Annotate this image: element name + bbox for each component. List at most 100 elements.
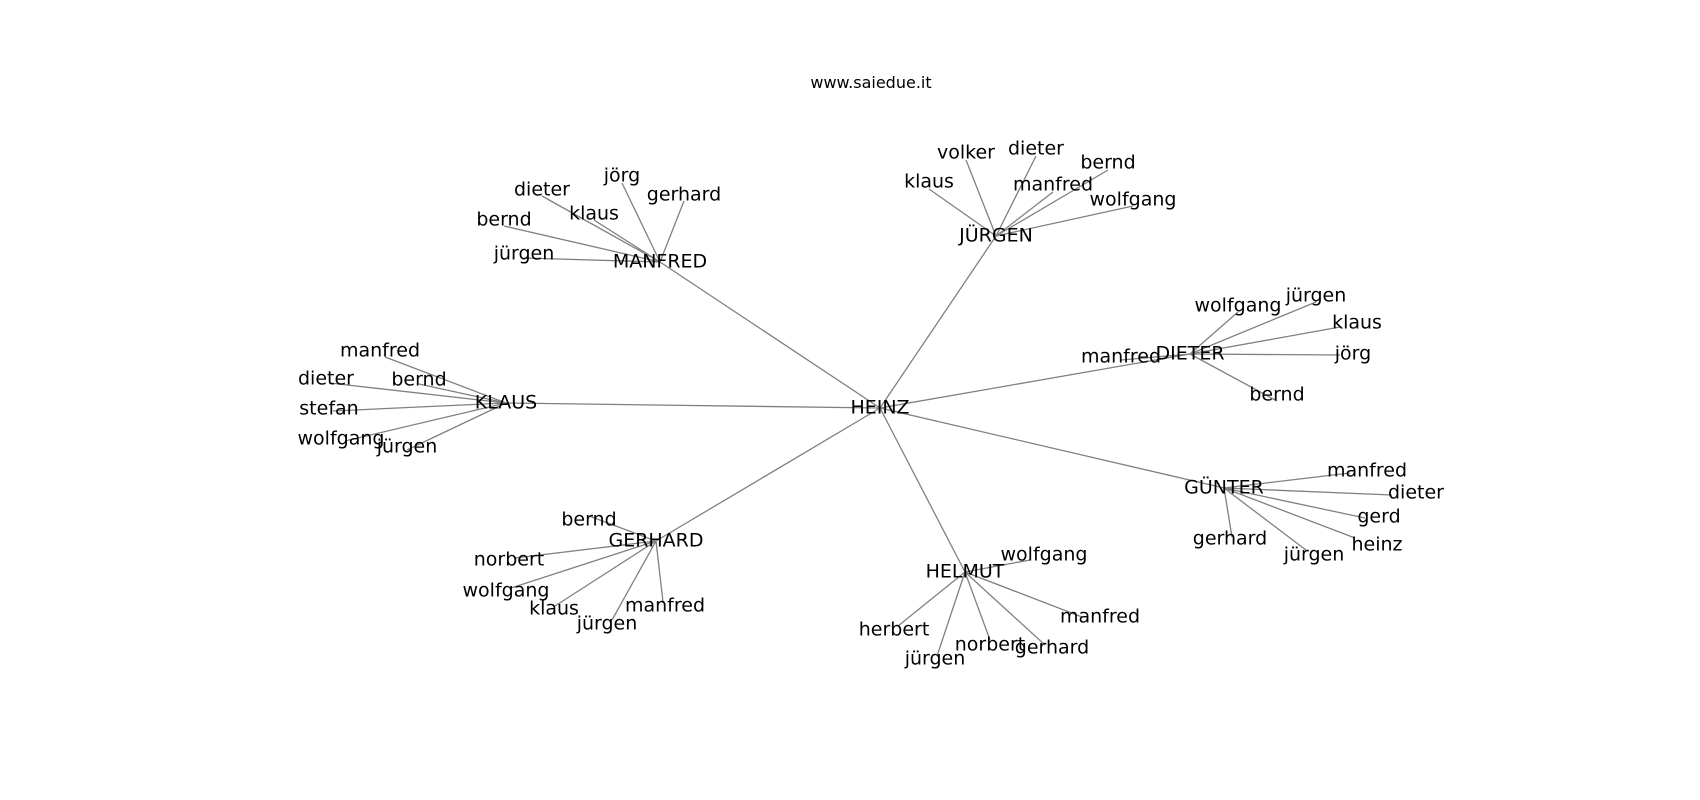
edge-klaus-bernd	[418, 383, 507, 404]
edge-dieter-jürgen	[1189, 301, 1317, 355]
edge-dieter-jörg	[1189, 353, 1341, 356]
leaf-node-label: dieter	[298, 368, 354, 390]
leaf-node-label: norbert	[474, 549, 545, 571]
edge-günter-heinz	[1223, 487, 1356, 539]
edges	[329, 155, 1393, 657]
leaf-node-label: heinz	[1351, 534, 1402, 556]
edge-manfred-jörg	[621, 182, 661, 263]
edge-gerhard-klaus	[554, 540, 657, 607]
leaf-node-label: dieter	[1388, 482, 1444, 504]
edge-dieter-wolfgang	[1189, 311, 1239, 355]
edge-gerhard-manfred	[655, 540, 664, 603]
edge-gerhard-jürgen	[611, 540, 657, 621]
edge-klaus-jürgen	[406, 402, 507, 451]
edge-dieter-manfred	[1120, 353, 1191, 361]
edge-root-helmut	[879, 407, 966, 573]
leaf-node-label: jürgen	[376, 436, 438, 458]
hub-node-label: MANFRED	[613, 251, 707, 273]
edge-jürgen-klaus	[928, 188, 997, 237]
hub-node-label: DIETER	[1155, 343, 1224, 365]
edge-root-manfred	[659, 261, 881, 409]
leaf-node-label: wolfgang	[1090, 189, 1177, 211]
edge-manfred-bernd	[503, 225, 661, 263]
edge-günter-gerd	[1223, 487, 1366, 519]
leaf-node-label: stefan	[299, 398, 358, 420]
leaf-node-label: gerhard	[1015, 637, 1089, 659]
leaf-node-label: manfred	[625, 595, 705, 617]
edge-klaus-dieter	[329, 382, 507, 404]
edge-helmut-gerhard	[964, 571, 1046, 646]
hub-node-label: KLAUS	[475, 392, 537, 414]
root-node-label: HEINZ	[850, 397, 909, 419]
leaf-node-label: gerd	[1357, 506, 1400, 528]
leaf-node-label: gerhard	[1193, 528, 1267, 550]
edge-manfred-gerhard	[659, 200, 685, 263]
hub-node-label: JÜRGEN	[958, 224, 1033, 247]
edge-gerhard-wolfgang	[510, 540, 657, 589]
edge-günter-dieter	[1223, 487, 1393, 496]
edge-jürgen-manfred	[995, 191, 1054, 237]
leaf-node-label: bernd	[476, 209, 531, 231]
edge-helmut-manfred	[964, 571, 1083, 618]
leaf-node-label: dieter	[514, 179, 570, 201]
leaf-node-label: jürgen	[576, 613, 638, 635]
hub-node-label: GÜNTER	[1184, 476, 1264, 499]
leaf-node-label: klaus	[904, 171, 954, 193]
leaf-node-label: jörg	[1334, 343, 1371, 365]
edge-dieter-bernd	[1189, 353, 1278, 402]
leaf-node-label: gerhard	[647, 184, 721, 206]
leaf-node-label: wolfgang	[1195, 295, 1282, 317]
leaf-node-label: jörg	[603, 165, 640, 187]
edge-helmut-norbert	[964, 571, 991, 641]
edge-root-gerhard	[655, 407, 881, 542]
leaf-node-label: klaus	[569, 203, 619, 225]
leaf-node-label: manfred	[1060, 606, 1140, 628]
edge-günter-manfred	[1223, 472, 1351, 489]
edge-günter-gerhard	[1223, 487, 1233, 538]
leaf-node-label: manfred	[1013, 174, 1093, 196]
edge-gerhard-norbert	[514, 540, 657, 559]
leaf-node-label: bernd	[391, 369, 446, 391]
leaf-node-label: volker	[937, 142, 995, 164]
leaf-node-label: manfred	[1327, 460, 1407, 482]
leaf-node-label: bernd	[1080, 152, 1135, 174]
hub-node-label: GERHARD	[608, 530, 703, 552]
leaf-node-label: jürgen	[493, 243, 555, 265]
leaf-node-label: klaus	[1332, 312, 1382, 334]
edge-root-klaus	[505, 402, 881, 409]
leaf-node-label: wolfgang	[1001, 544, 1088, 566]
edge-jürgen-dieter	[995, 155, 1037, 237]
leaf-node-label: jürgen	[904, 648, 966, 670]
node-labels: HEINZMANFREDjörggerharddieterklausberndj…	[298, 138, 1445, 670]
edge-root-dieter	[879, 353, 1191, 409]
edge-klaus-manfred	[384, 356, 507, 404]
leaf-node-label: herbert	[859, 619, 930, 641]
leaf-node-label: jürgen	[1283, 544, 1345, 566]
edge-jürgen-bernd	[995, 169, 1109, 237]
edge-dieter-klaus	[1189, 326, 1341, 355]
leaf-node-label: wolfgang	[298, 428, 385, 450]
edge-jürgen-volker	[965, 159, 997, 237]
graph-title: www.saiedue.it	[810, 73, 931, 92]
edge-klaus-stefan	[332, 402, 507, 412]
edge-root-günter	[879, 407, 1225, 489]
edge-manfred-jürgen	[523, 257, 661, 263]
edge-jürgen-wolfgang	[995, 205, 1134, 237]
leaf-node-label: dieter	[1008, 138, 1064, 160]
leaf-node-label: klaus	[529, 598, 579, 620]
edge-günter-jürgen	[1223, 487, 1307, 551]
hub-node-label: HELMUT	[926, 561, 1005, 583]
edge-gerhard-bernd	[588, 515, 657, 542]
leaf-node-label: bernd	[561, 509, 616, 531]
leaf-node-label: manfred	[340, 340, 420, 362]
edge-manfred-dieter	[541, 195, 661, 263]
leaf-node-label: jürgen	[1285, 285, 1347, 307]
edge-root-jürgen	[879, 235, 997, 409]
leaf-node-label: wolfgang	[463, 580, 550, 602]
edge-klaus-wolfgang	[344, 402, 507, 442]
edge-manfred-klaus	[593, 219, 661, 263]
leaf-node-label: manfred	[1081, 346, 1161, 368]
edge-helmut-herbert	[897, 571, 966, 627]
edge-helmut-jürgen	[936, 571, 966, 657]
